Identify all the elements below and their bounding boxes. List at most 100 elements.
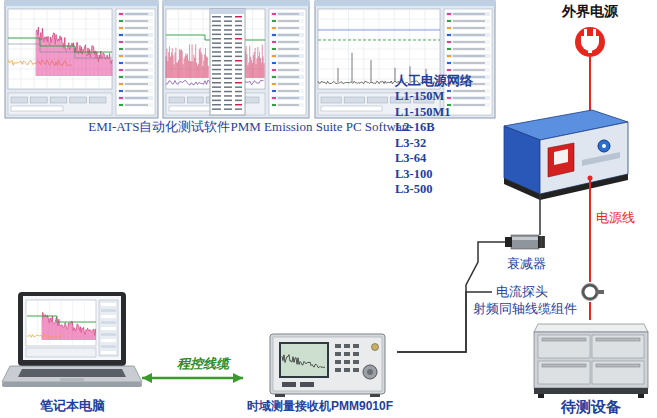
attenuator-icon-part — [511, 235, 539, 249]
software-screens-icon-part — [212, 38, 221, 40]
software-screens-icon-part — [212, 100, 221, 102]
attenuator-icon-part — [544, 236, 545, 248]
laptop-icon-part — [70, 323, 71, 340]
current-probe-icon-part — [583, 285, 597, 299]
current-probe: 电流探头 — [492, 282, 606, 302]
software-screens-icon-part — [278, 97, 299, 98]
software-screens-icon-part — [83, 49, 84, 76]
software-screens-icon-part — [102, 56, 103, 76]
software-screens-icon-part — [125, 55, 148, 56]
laptop-icon-part — [85, 335, 86, 341]
equipment-under-test: 待测设备 — [528, 320, 654, 416]
software-screens-icon-part — [69, 50, 70, 76]
software-screens-icon-part — [224, 69, 232, 71]
software-screens-icon-part — [119, 90, 123, 92]
laptop-icon-part — [2, 366, 142, 382]
software-screens-icon-part — [272, 90, 276, 92]
equipment-under-test-icon-part — [592, 335, 644, 358]
receiver-icon-part — [353, 352, 359, 356]
arrowhead — [233, 373, 243, 383]
receiver-icon-part — [363, 365, 377, 379]
software-screens-icon-part — [318, 19, 440, 20]
software-screens-icon-part — [119, 76, 123, 78]
receiver-icon-part — [344, 360, 350, 364]
software-screens-icon-part — [118, 47, 153, 51]
receiver-icon-part — [370, 394, 380, 397]
laptop-icon-part — [101, 309, 116, 312]
software-screens-icon-part — [253, 55, 254, 78]
software-screens-icon-part — [258, 56, 259, 78]
receiver-icon-part — [344, 352, 350, 356]
laptop-icon-part — [66, 329, 67, 340]
connector — [397, 292, 492, 352]
lisn-box-model: L3-32 — [395, 136, 426, 152]
software-screens-icon-part — [104, 54, 105, 77]
software-screens-icon-part — [101, 58, 102, 76]
laptop-icon-part — [49, 323, 50, 340]
software-screens-icon-part — [271, 89, 304, 93]
software-screens-icon-part — [278, 41, 299, 42]
software-screens-icon-part — [446, 68, 490, 72]
connector — [142, 373, 243, 383]
receiver-icon-part — [335, 360, 341, 364]
software-screens-icon-part — [212, 42, 221, 44]
software-screens-icon-part — [177, 62, 178, 78]
software-screens-icon-part — [447, 69, 451, 71]
software-screens-icon-part — [118, 75, 153, 79]
software-screens-icon-part — [447, 20, 451, 22]
software-screens-icon-part — [371, 60, 372, 82]
software-screens-icon-part — [68, 45, 69, 76]
laptop-icon-part — [71, 321, 72, 340]
software-screens-icon-part — [272, 69, 276, 71]
receiver-icon-part — [367, 369, 373, 375]
equipment-under-test-icon-part — [534, 324, 648, 332]
software-screens-icon-part — [212, 25, 221, 27]
receiver-icon-part — [282, 355, 325, 368]
attenuator-icon-part — [543, 236, 544, 248]
equipment-under-test-icon-part — [534, 388, 648, 394]
receiver-icon-part — [279, 342, 329, 378]
software-screens-icon-part — [447, 41, 451, 43]
laptop-icon-part — [67, 329, 68, 340]
software-screens-icon-part — [235, 108, 242, 110]
software-screens-icon-part — [118, 12, 153, 16]
software-screens-icon-part — [446, 89, 490, 93]
software-screens-icon-part — [62, 43, 63, 76]
laptop-icon-part — [101, 303, 116, 306]
laptop-icon-part — [101, 351, 116, 354]
software-screens-icon-part — [202, 66, 203, 78]
equipment-under-test-icon-part — [538, 361, 590, 384]
software-screens-icon-part — [172, 48, 173, 78]
software-screens-icon-part — [224, 78, 232, 80]
software-screens-icon-part — [11, 106, 63, 111]
lisn-box-icon-part — [582, 152, 620, 166]
software-screens-icon-part — [453, 27, 485, 28]
software-screens-icon-part — [60, 9, 61, 89]
software-screens-icon-part — [119, 69, 123, 71]
software-screens-icon-part — [235, 69, 242, 71]
laptop-icon-part — [58, 326, 59, 340]
software-screens-icon-part — [119, 62, 123, 64]
lisn-box-icon-part — [540, 122, 628, 194]
laptop-icon-part — [27, 316, 96, 322]
software-screens-icon-part — [235, 64, 242, 66]
laptop-icon-part — [61, 300, 62, 346]
software-screens-icon-part — [235, 29, 242, 31]
edge-label: 程控线缆 — [176, 356, 230, 372]
laptop-icon-part — [37, 300, 38, 346]
software-screens-icon-part — [197, 66, 198, 79]
software-screens-icon-part — [53, 33, 54, 76]
software-screens-icon-part — [36, 32, 37, 76]
software-screens-icon-part — [105, 59, 106, 76]
software-screens-icon-part — [318, 30, 440, 31]
laptop-icon-part — [90, 330, 91, 340]
software-screens-icon-part — [173, 55, 174, 78]
laptop-icon-part — [60, 378, 84, 381]
receiver-icon-part — [335, 368, 341, 372]
receiver-icon-part — [275, 394, 285, 397]
software-screens-icon-part — [84, 46, 85, 76]
edge-label: 电源线 — [595, 210, 636, 226]
software-screens-icon-part — [118, 40, 153, 44]
software-screens-icon-part — [183, 64, 184, 78]
